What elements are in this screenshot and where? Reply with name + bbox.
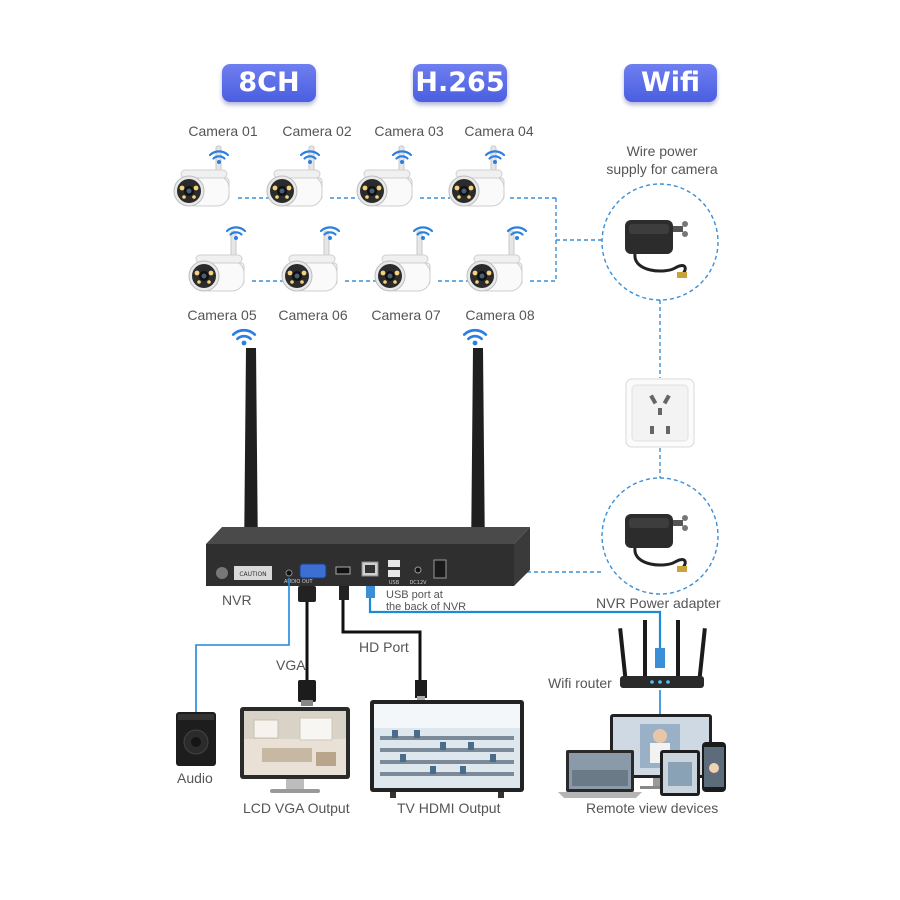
wall-outlet-icon [625,378,695,448]
lcd-monitor-icon [240,707,350,793]
lan-connector-icon [366,586,665,668]
wifi-router-label: Wifi router [548,675,612,691]
tv-output-label: TV HDMI Output [397,800,501,816]
camera-04 [448,145,505,207]
camera-dashed-links [238,197,661,573]
audio-speaker-icon [176,712,216,766]
camera-label: Camera 04 [464,123,534,139]
nvr-power-label: NVR Power adapter [596,595,721,611]
camera-power-supply [601,183,719,301]
nvr-power-adapter [601,477,719,595]
vga-connector-icon [298,586,316,706]
wifi-icon [462,328,488,347]
lcd-output-label: LCD VGA Output [243,800,350,816]
wifi-icon [231,328,257,347]
nvr-dc12v-text: DC12V [409,580,427,586]
hdmi-connector-icon [339,586,427,702]
nvr-label: NVR [222,592,252,608]
nvr-device: CAUTION AUDIO OUT USB DC12V [206,527,530,586]
badge-wifi: Wifi [624,64,717,102]
camera-label: Camera 07 [371,307,441,323]
power-supply-label: Wire power supply for camera [606,142,717,178]
audio-label: Audio [177,770,213,786]
power-supply-label-line2: supply for camera [606,161,718,177]
usb-port-label: USB port at the back of NVR [386,589,466,613]
camera-label: Camera 08 [465,307,535,323]
power-supply-label-line1: Wire power [626,143,698,159]
hd-port-label: HD Port [359,639,409,655]
vga-label: VGA [276,657,306,673]
nvr-caution-text: CAUTION [239,571,266,578]
camera-label: Camera 01 [188,123,258,139]
camera-03 [356,145,413,207]
badge-8ch: 8CH [222,64,316,102]
camera-label: Camera 05 [187,307,257,323]
camera-02 [266,145,323,207]
tv-icon [370,700,524,798]
remote-devices-label: Remote view devices [586,800,719,816]
badge-h265: H.265 [413,64,507,102]
camera-07 [374,230,431,292]
cables [195,578,662,718]
nvr-usb-text: USB [389,580,400,586]
usb-port-label-line1: USB port at [386,589,443,601]
camera-08 [466,230,523,292]
camera-label: Camera 03 [374,123,444,139]
nvr-audio-out-text: AUDIO OUT [284,579,314,585]
wifi-router-icon [618,620,707,688]
camera-label: Camera 06 [278,307,348,323]
usb-port-label-line2: the back of NVR [386,601,467,613]
camera-05 [188,230,245,292]
remote-devices-icon [558,714,726,798]
camera-label: Camera 02 [282,123,352,139]
camera-01 [173,145,230,207]
camera-06 [281,230,338,292]
